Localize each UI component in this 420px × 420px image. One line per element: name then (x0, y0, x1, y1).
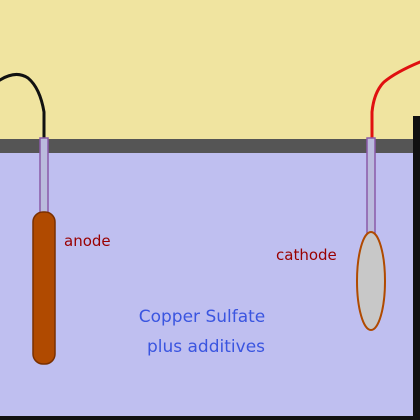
support-bar (0, 139, 413, 153)
anode-wire (0, 73, 46, 142)
cathode-rod (366, 137, 376, 235)
tank-right-wall (413, 116, 420, 420)
anode-electrode (32, 211, 56, 365)
tank-bottom (0, 416, 420, 420)
anode-rod (39, 137, 49, 216)
cathode-label: cathode (276, 246, 337, 264)
solution-label-line1: Copper Sulfate (139, 307, 266, 327)
solution-label-line2: plus additives (147, 337, 265, 357)
electrolyte-solution (0, 152, 413, 420)
cathode-wire (370, 60, 420, 142)
cathode-electrode (356, 231, 386, 331)
anode-label: anode (64, 232, 111, 250)
